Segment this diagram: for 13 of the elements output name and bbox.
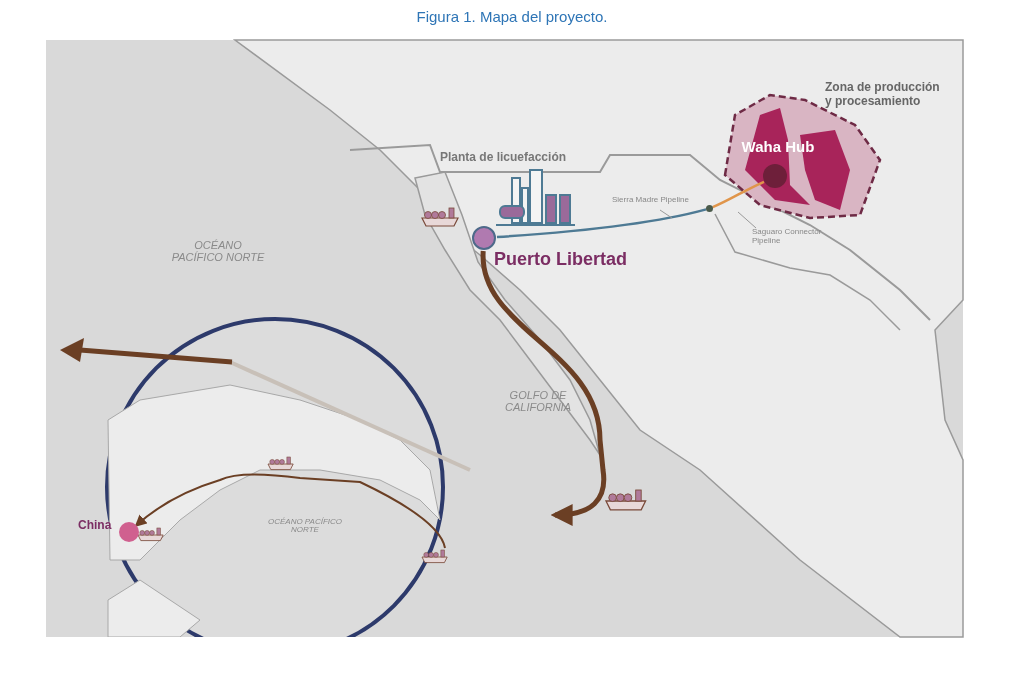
route-arrow [480,250,607,526]
plant-label: Planta de licuefacción [440,150,615,168]
edge-label: Sierra Madre Pipeline [612,196,690,205]
map-label: OCÉANO PACÍFICO NORTE [266,518,344,535]
pipeline [496,208,707,239]
port-label: Puerto Libertad [494,249,627,270]
country-label: China [78,518,112,532]
junction-dot [706,205,713,212]
route-arrow [134,473,446,549]
figure-title: Figura 1. Mapa del proyecto. [415,8,609,25]
zone-heading: Zona de producción y procesamiento [825,80,941,109]
pipeline [712,180,765,209]
map-label: OCÉANO PACÍFICO NORTE [170,240,266,264]
